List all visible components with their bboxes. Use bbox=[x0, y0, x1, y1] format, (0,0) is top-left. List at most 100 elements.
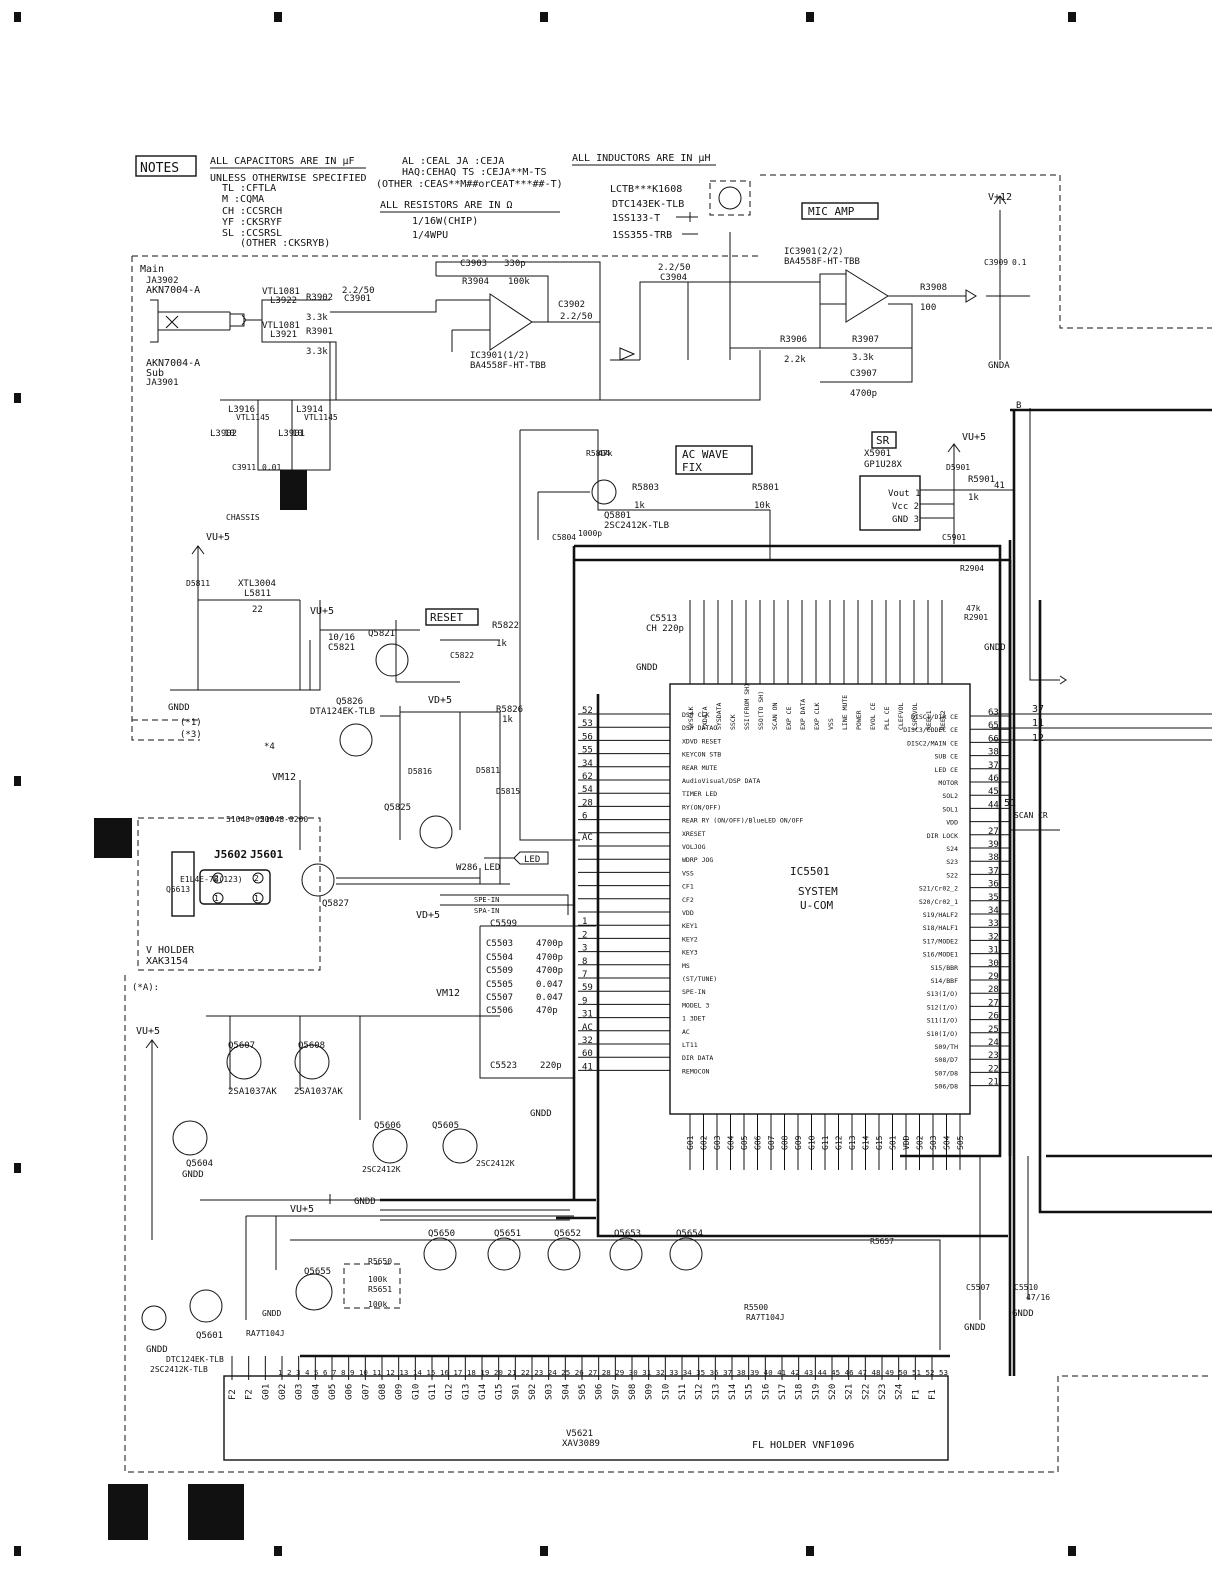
ic-right-pin-name: S23 bbox=[946, 858, 958, 866]
vm12b-label: VM12 bbox=[436, 988, 460, 999]
ic-left-pin-number: 1 bbox=[582, 917, 587, 927]
right-nets: 37 11 12 51 bbox=[992, 704, 1212, 831]
vtl1145-label: VTL1145 bbox=[236, 413, 270, 422]
c5507-label: C5507 bbox=[966, 1283, 990, 1292]
ic-left-pin-name: DIR DATA bbox=[682, 1054, 713, 1062]
star1-label: (*1) bbox=[180, 718, 202, 728]
ic-right-pin-name: S07/D8 bbox=[935, 1069, 959, 1077]
r5826-label: R5826 bbox=[496, 705, 523, 715]
ic-top-pin-name: SSI(FROM SH) bbox=[743, 683, 751, 730]
ic-bottom-pin-name: G12 bbox=[835, 1135, 844, 1150]
c5523-value: 220p bbox=[540, 1061, 562, 1071]
r5822-value: 1k bbox=[496, 639, 507, 649]
r5801-label: R5801 bbox=[752, 483, 779, 493]
ic-right-pin-number: 65 bbox=[988, 721, 999, 731]
ic-right-pin-number: 27 bbox=[988, 998, 999, 1008]
ic-right-pin-number: 31 bbox=[988, 946, 999, 956]
svg-text:1: 1 bbox=[254, 894, 259, 903]
ic-right-pin-name: SOL2 bbox=[942, 792, 958, 800]
svg-text:2: 2 bbox=[254, 874, 259, 883]
ic-bottom-pin-name: G06 bbox=[754, 1135, 763, 1150]
ic-left-pin-number: 52 bbox=[582, 706, 593, 716]
ic-left-pin-name: MS bbox=[682, 962, 690, 970]
ic-left-pin-number: 3 bbox=[582, 944, 587, 954]
ic-left-pin-name: VDD bbox=[682, 909, 694, 917]
ic-right-pin-name: S08/D7 bbox=[935, 1056, 959, 1064]
vholder-part: XAK3154 bbox=[146, 956, 188, 967]
r5826-value: 1k bbox=[502, 715, 513, 725]
ic3901b-part: BA4558F-HT-TBB bbox=[784, 257, 860, 267]
ic-left-pin-name: XRESET bbox=[682, 830, 706, 838]
fl-pin-name: S14 bbox=[728, 1384, 738, 1400]
cap-code: TL :CFTLA bbox=[222, 183, 276, 194]
fl-pin-name: G08 bbox=[378, 1384, 388, 1400]
board-boundaries bbox=[124, 174, 1212, 1473]
unless-line: UNLESS OTHERWISE SPECIFIED bbox=[210, 173, 367, 184]
ic-left-pin-name: CF1 bbox=[682, 883, 694, 891]
fl-pin-name: G07 bbox=[361, 1384, 371, 1400]
c5804-value: 1000p bbox=[578, 529, 602, 538]
ic-left-pin-number: 56 bbox=[582, 732, 593, 742]
fl-pin-name: G05 bbox=[328, 1384, 338, 1400]
ic-left-pin-number: 31 bbox=[582, 1010, 593, 1020]
part-code: LCTB***K1608 bbox=[610, 184, 682, 195]
ic-bottom-pin-name: S02 bbox=[916, 1135, 925, 1150]
fl-pin-name: S20 bbox=[828, 1384, 838, 1400]
ic-right-pin-number: 23 bbox=[988, 1051, 999, 1061]
q5608-part: 2SA1037AK bbox=[294, 1087, 343, 1097]
ic-left-pin-name: DSP DATAO bbox=[682, 724, 717, 732]
fl-pin-name: G02 bbox=[278, 1384, 288, 1400]
r3904-label: R3904 bbox=[462, 277, 489, 287]
inductors-title: ALL INDUCTORS ARE IN µH bbox=[572, 153, 710, 164]
fl-pin-name: S04 bbox=[561, 1384, 571, 1400]
vtl-label: VTL1081 bbox=[262, 287, 300, 297]
l3916-label: L3916 bbox=[228, 405, 255, 415]
ic3901a-label: IC3901(1/2) bbox=[470, 351, 530, 361]
l3901-label: L3901 bbox=[278, 429, 305, 439]
ic-left-pin-number: 59 bbox=[582, 983, 593, 993]
ic-right-pin-number: 45 bbox=[988, 787, 999, 797]
fl-pin-name: S22 bbox=[861, 1384, 871, 1400]
ic-right-pin-number: 37 bbox=[988, 866, 999, 876]
spe-in-label: SPE-IN bbox=[474, 896, 499, 904]
mic-amp-section: MIC AMP Main JA3902 AKN7004-A AKN7004-A … bbox=[140, 192, 1030, 522]
ic-bottom-pin-name: G05 bbox=[740, 1135, 749, 1150]
fl-pin-name: S09 bbox=[645, 1384, 655, 1400]
ic-left-pin-name: DSP CLK bbox=[682, 711, 709, 719]
fl-pin-name: G01 bbox=[261, 1384, 271, 1400]
gndd-label: GNDD bbox=[984, 643, 1006, 653]
x5901-pin: Vout 1 bbox=[888, 489, 921, 499]
r5651-label: R5651 bbox=[368, 1285, 392, 1294]
ic5501-label: IC5501 bbox=[790, 865, 830, 878]
fl-pin-name: F1 bbox=[928, 1389, 938, 1400]
fl-pin-name: G15 bbox=[495, 1384, 505, 1400]
c3901-value: 2.2/50 bbox=[342, 286, 375, 296]
ic-left-pin-name: (ST/TUNE) bbox=[682, 975, 717, 983]
fl-pin-name: S16 bbox=[761, 1384, 771, 1400]
ic-right-pin-name: DIR LOCK bbox=[927, 832, 958, 840]
svg-text:2: 2 bbox=[214, 874, 219, 883]
ic-bottom-pin-name: G07 bbox=[767, 1135, 776, 1150]
ic-right-pin-number: 35 bbox=[988, 893, 999, 903]
ic-top-pin-name: TXDATA bbox=[701, 706, 709, 730]
registration-marks bbox=[14, 12, 1076, 1556]
al-line: AL :CEAL JA :CEJA bbox=[402, 156, 504, 167]
ic-bottom-pin-name: S01 bbox=[889, 1135, 898, 1150]
ic-left-pin-number: 34 bbox=[582, 759, 593, 769]
scan-cr-label: SCAN CR bbox=[1014, 811, 1048, 820]
ic-top-pin-name: POWER bbox=[855, 710, 863, 730]
main-label: Main bbox=[140, 264, 164, 275]
fl-holder-label: FL HOLDER VNF1096 bbox=[752, 1440, 854, 1451]
gndd-label: GNDD bbox=[530, 1109, 552, 1119]
gndd-label: GNDD bbox=[168, 703, 190, 713]
fl-pin-name: S02 bbox=[528, 1384, 538, 1400]
r5801-value: 10k bbox=[754, 501, 771, 511]
r3902-value: 3.3k bbox=[306, 313, 328, 323]
ic-bottom-pin-name: G03 bbox=[713, 1135, 722, 1150]
ic-top-pin-name: EXP CE bbox=[785, 706, 793, 730]
vd5-label: VD+5 bbox=[428, 695, 452, 706]
x5901-part: GP1U28X bbox=[864, 460, 903, 470]
l3901-value: 10 bbox=[292, 429, 303, 439]
